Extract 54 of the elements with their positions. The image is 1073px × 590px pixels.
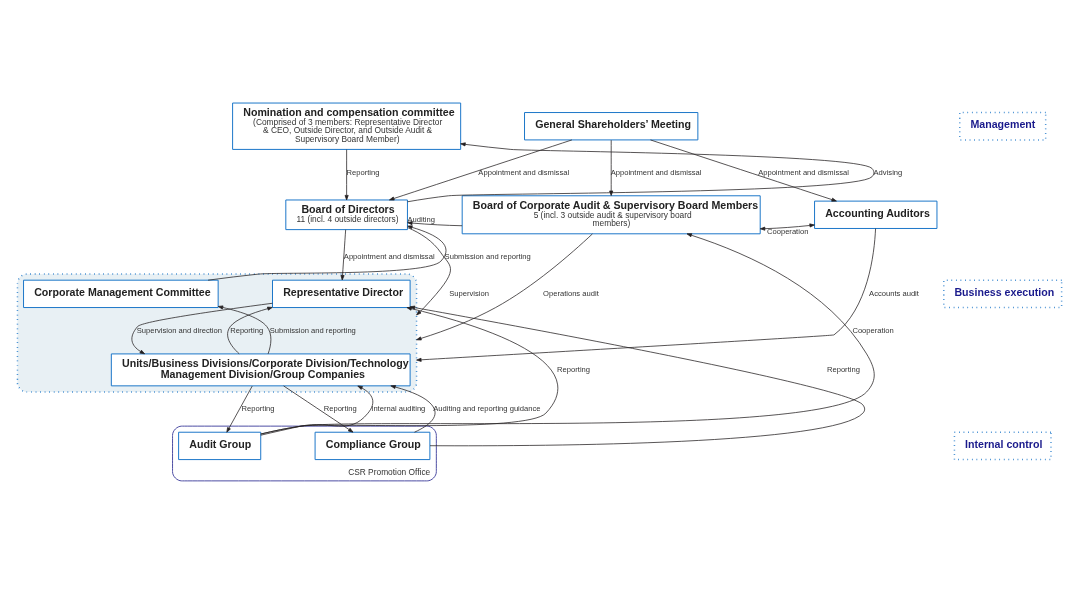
arrow [416, 233, 593, 341]
edge-label: Accounts audit [869, 288, 919, 298]
edge-label: Reporting [241, 403, 275, 413]
node-box: General Shareholders’ Meeting [524, 112, 699, 141]
edge-label: Advising [873, 167, 903, 177]
node-box: Audit Group [178, 431, 262, 461]
arrow [390, 385, 436, 433]
arrow [650, 139, 837, 202]
arrow [260, 385, 374, 436]
node-box: Board of Corporate Audit & Supervisory Board Members 5 (incl. 3 outside audit & supervisory board members) [461, 195, 761, 235]
edge-label: Operations audit [543, 288, 599, 298]
arrow [217, 305, 272, 355]
edge-label: Reporting [826, 364, 860, 374]
arrow [407, 142, 875, 203]
edge-label: Internal auditing [371, 403, 426, 413]
edge-label: Submission and reporting [269, 325, 356, 335]
arrow [407, 221, 463, 227]
edge-label: Submission and reporting [444, 251, 531, 261]
edge-label: Appointment and dismissal [343, 251, 435, 261]
edge-label: Appointment and dismissal [610, 167, 702, 177]
edge-label: Auditing and reporting guidance [433, 403, 541, 413]
arrow [227, 306, 273, 355]
node-box: Corporate Management Committee [23, 279, 219, 309]
node-box: Nomination and compensation committee (Comprised of 3 members: Representative Director & CEO, Outside Director, and Outside Audit & Supervisory Board Member) [232, 102, 462, 150]
arrow [260, 306, 559, 435]
arrow [226, 385, 253, 433]
node-box: Accounting Auditors [814, 200, 938, 229]
edge-label: Reporting [557, 364, 591, 374]
node-box: Business execution [943, 279, 1063, 309]
arrow [340, 229, 347, 281]
node-box: Compliance Group [314, 431, 431, 461]
edge-label: Appointment and dismissal [478, 167, 570, 177]
arrow [283, 385, 354, 433]
edge-label: Supervision and direction [136, 325, 223, 335]
arrow [207, 225, 447, 281]
arrow [609, 139, 614, 196]
arrow [389, 139, 573, 201]
edge-label: Appointment and dismissal [758, 167, 849, 177]
edge-label: Reporting [323, 403, 357, 413]
arrow [409, 305, 866, 447]
node-box: Management [959, 111, 1047, 141]
arrow [344, 149, 349, 201]
edge-label: Cooperation [852, 325, 894, 335]
arrow [260, 233, 875, 435]
edge-label: Reporting [230, 325, 264, 335]
node-box: Board of Directors 11 (incl. 4 outside directors) [285, 199, 408, 231]
node-box: Internal control [953, 431, 1052, 461]
edge-label: Cooperation [767, 226, 809, 236]
edge-label: Supervision [449, 288, 489, 298]
arrow [416, 228, 876, 362]
arrow [759, 223, 815, 231]
edge-label: Reporting [346, 167, 380, 177]
arrow [407, 227, 451, 316]
arrow [131, 302, 273, 355]
